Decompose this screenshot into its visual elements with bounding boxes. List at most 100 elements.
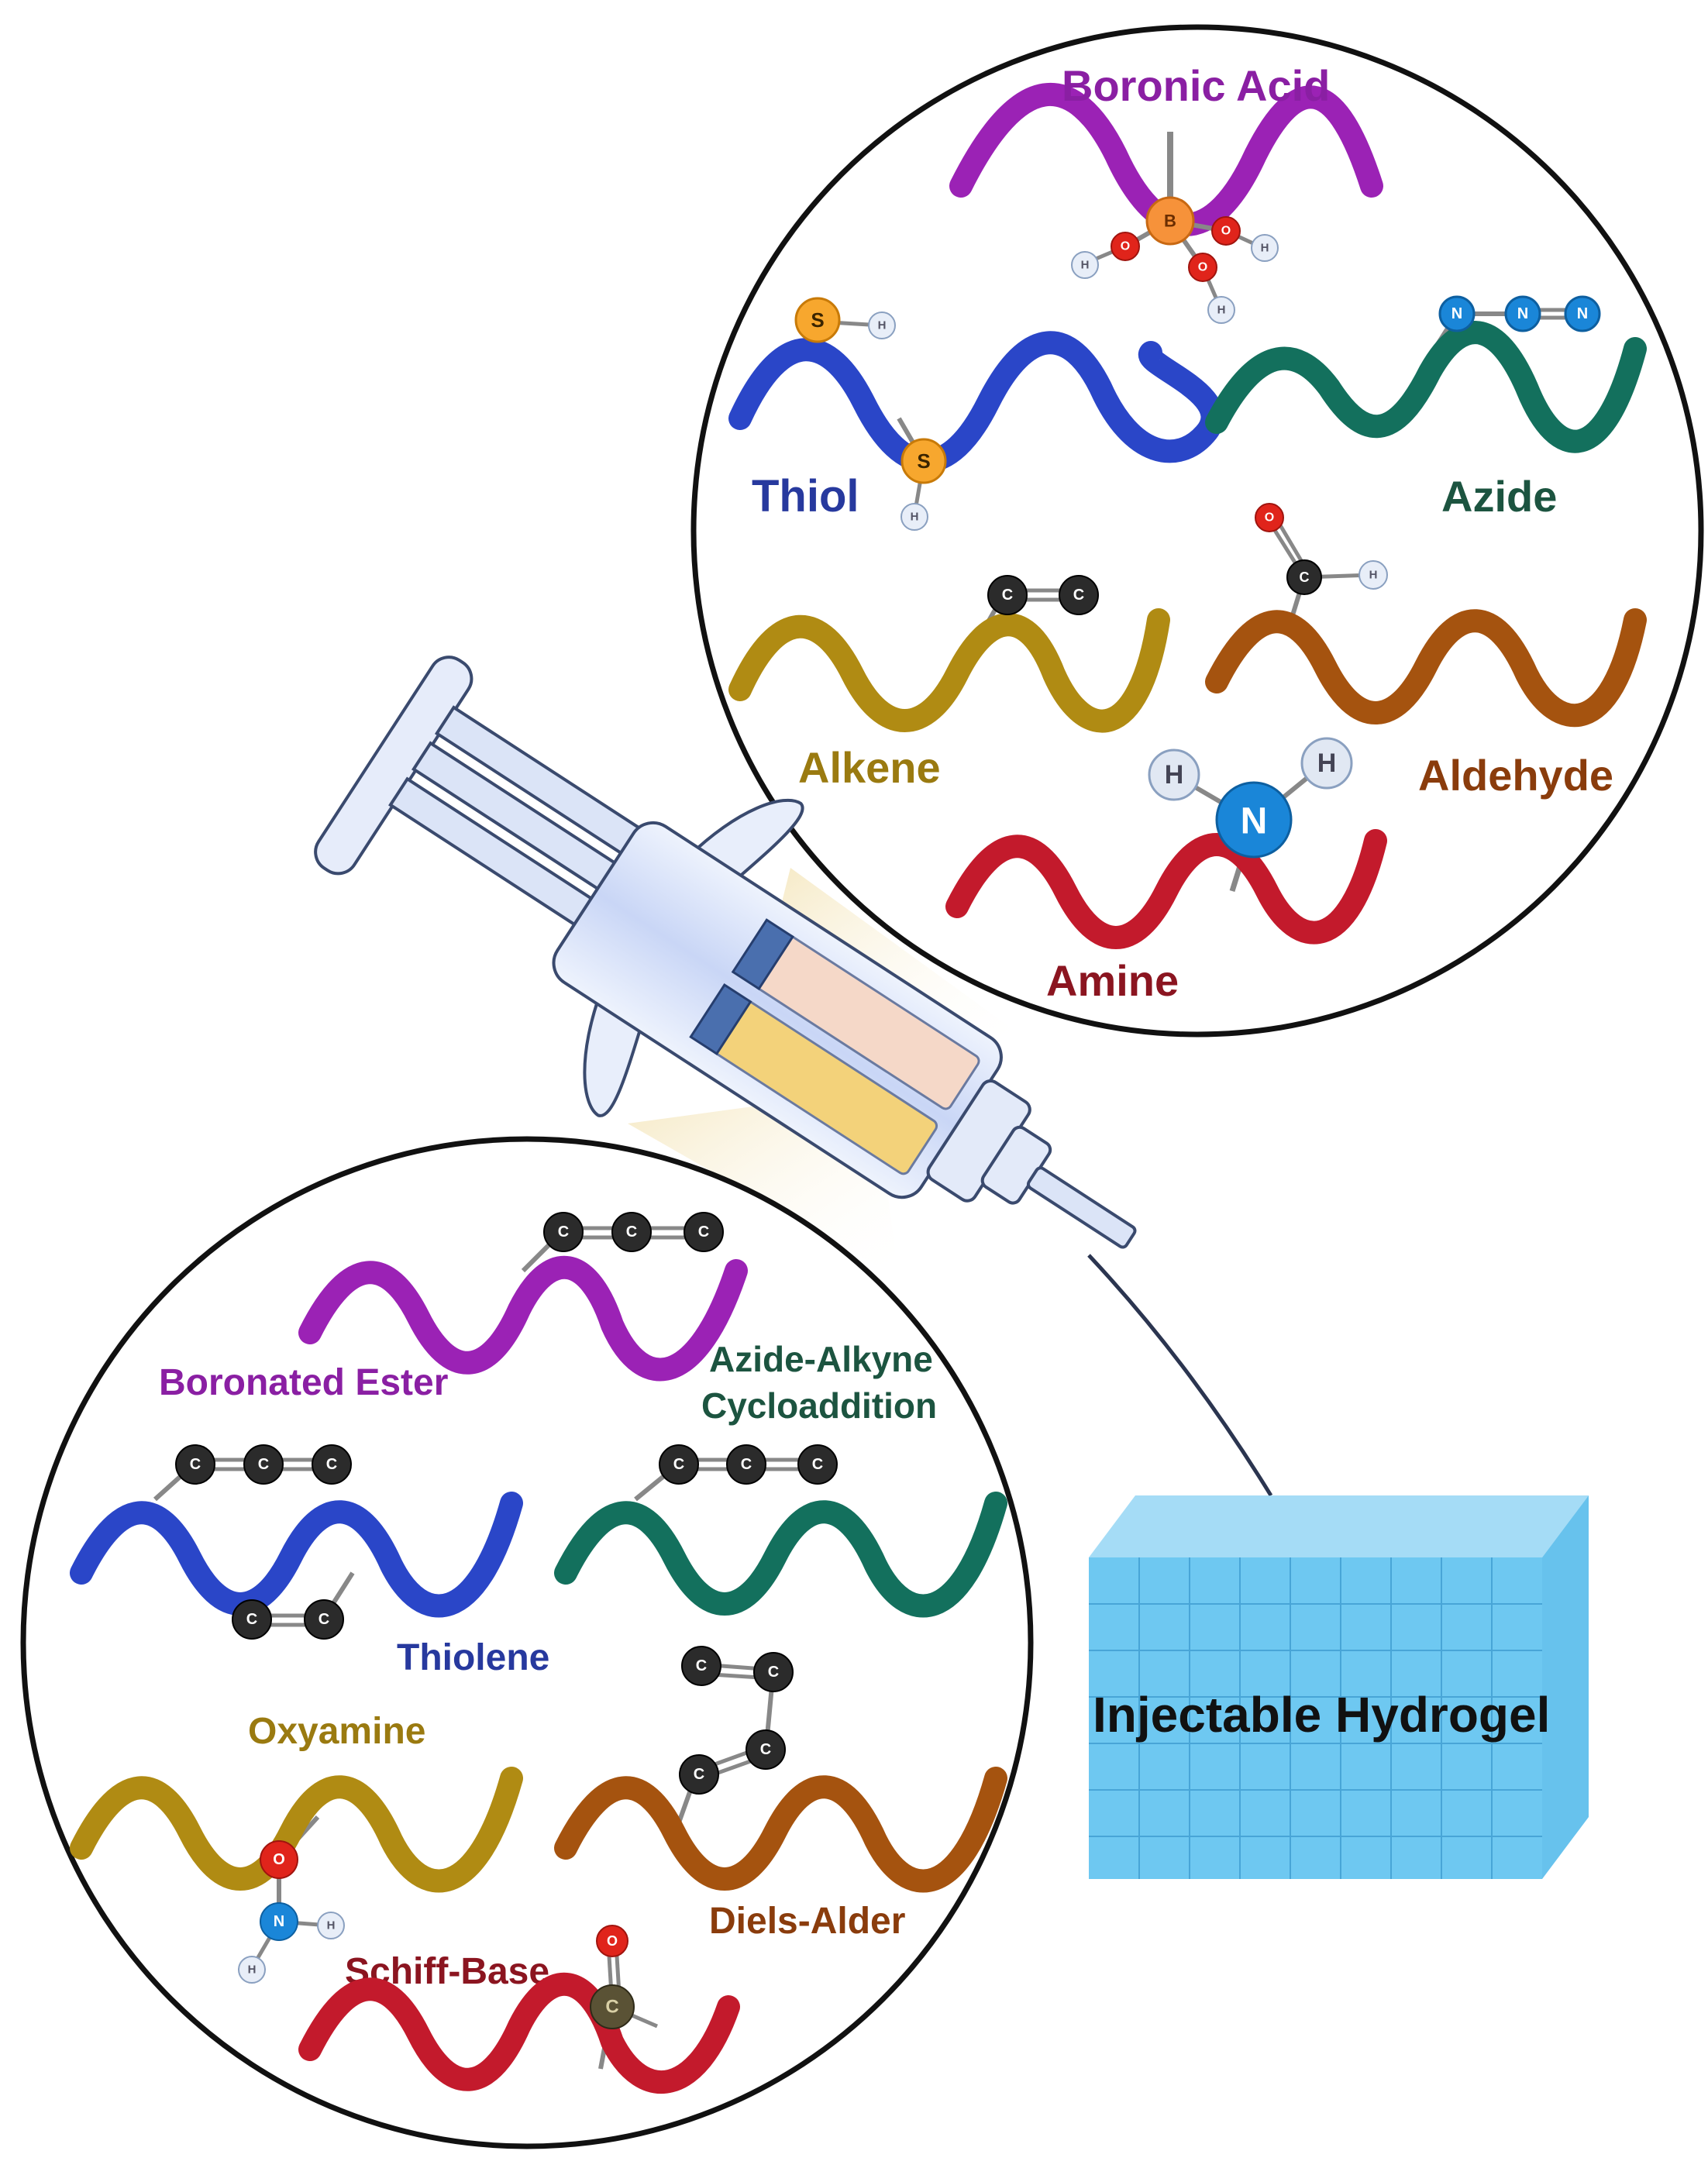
carbon-atom — [243, 1444, 284, 1485]
diels-alder-label: Diels-Alder — [709, 1901, 905, 1942]
carbon-atom-label: C — [741, 1456, 752, 1473]
hydrogen-atom — [1207, 296, 1235, 324]
sulfur-atom-label: S — [917, 449, 930, 473]
carbon-atom — [611, 1212, 652, 1252]
carbon-atom — [987, 575, 1028, 615]
schiff-base-group: Schiff-Base C O — [298, 1925, 740, 2094]
carbon-atom — [232, 1599, 272, 1640]
boronic-acid-label: Boronic Acid — [1062, 61, 1330, 110]
nitrogen-atom — [1438, 295, 1476, 332]
hydrogen-atom — [900, 503, 928, 531]
nitrogen-atom — [1215, 781, 1293, 859]
carbon-atom-label: C — [673, 1456, 684, 1473]
carbon-atom-label: C — [258, 1456, 269, 1473]
boronic-acid-group: B O O O H H H Boronic Acid — [949, 61, 1383, 324]
carbon-atom-label: C — [1073, 587, 1084, 604]
hydrogen-atom — [1300, 737, 1353, 790]
carbon-atom-label: C — [1300, 570, 1310, 585]
azide-group: N N N Azide — [1205, 295, 1647, 521]
carbon-atom-label: C — [246, 1611, 257, 1628]
precursor-zoom-circle — [690, 24, 1704, 1038]
nitrogen-atom — [1564, 295, 1601, 332]
polymer-chain-icon — [298, 1255, 748, 1382]
polymer-chain-icon — [945, 829, 1387, 949]
amine-label: Amine — [1046, 956, 1179, 1005]
alkene-group: C C Alkene — [728, 575, 1170, 792]
oxygen-atom — [1188, 253, 1217, 282]
azide-alkyne-group: Azide-Alkyne Cycloaddition C C C — [554, 1339, 1007, 1618]
hydrogen-atom-label: H — [1081, 259, 1090, 272]
polymer-chain-icon — [1205, 321, 1647, 453]
carbon-atom — [797, 1444, 838, 1485]
thiol-label: Thiol — [752, 471, 859, 521]
hydrogen-atom — [238, 1956, 266, 1984]
hydrogen-atom-label: H — [1317, 749, 1337, 778]
hydrogen-atom-label: H — [1369, 569, 1378, 582]
hydrogel-label: Injectable Hydrogel — [1093, 1687, 1550, 1743]
hydrogen-atom-label: H — [911, 511, 919, 524]
carbon-atom — [590, 1984, 635, 2029]
oxygen-atom — [1255, 503, 1284, 532]
boronated-ester-label: Boronated Ester — [159, 1362, 448, 1403]
hydrogen-atom-label: H — [1165, 760, 1184, 790]
oxygen-atom-label: O — [1198, 261, 1207, 274]
carbon-atom-label: C — [694, 1766, 704, 1783]
syringe-icon — [314, 656, 1137, 1249]
hydrogen-atom — [1358, 560, 1388, 590]
nitrogen-atom — [1504, 295, 1541, 332]
hydrogen-atom-label: H — [248, 1963, 257, 1977]
carbon-atom-label: C — [768, 1664, 779, 1681]
carbon-atom — [726, 1444, 766, 1485]
amine-group: N H H Amine — [945, 737, 1387, 1005]
oxygen-atom-label: O — [1121, 240, 1130, 253]
nitrogen-atom-label: N — [1241, 801, 1268, 842]
carbon-atom-label: C — [698, 1223, 709, 1241]
oxygen-atom — [596, 1925, 628, 1957]
polymer-chain-icon — [1205, 608, 1647, 728]
oxyamine-label: Oxyamine — [248, 1711, 425, 1752]
carbon-atom-label: C — [760, 1741, 771, 1758]
aldehyde-group: C O H Aldehyde — [1205, 503, 1647, 800]
oxyamine-group: Oxyamine O N H H — [70, 1711, 523, 1984]
polymer-chain-icon — [728, 608, 1170, 733]
crosslink-zoom-circle — [20, 1136, 1034, 2149]
alkene-label: Alkene — [798, 743, 941, 792]
carbon-atom-label: C — [812, 1456, 823, 1473]
boron-atom-label: B — [1164, 212, 1176, 231]
polymer-chain-icon — [298, 1972, 740, 2094]
polymer-chain-icon — [554, 1767, 1007, 1893]
azide-label: Azide — [1441, 472, 1557, 521]
carbon-atom — [746, 1729, 786, 1770]
oxygen-atom — [1111, 232, 1140, 261]
carbon-atom-label: C — [1002, 587, 1013, 604]
carbon-atom — [679, 1754, 719, 1795]
nitrogen-atom-label: N — [274, 1913, 284, 1930]
hydrogen-atom — [1148, 749, 1200, 801]
thiolene-label: Thiolene — [397, 1637, 549, 1678]
hydrogen-atom — [1251, 234, 1279, 262]
hydrogen-atom-label: H — [1217, 304, 1226, 317]
sulfur-atom-label: S — [811, 308, 824, 332]
carbon-atom — [659, 1444, 699, 1485]
carbon-atom — [1059, 575, 1099, 615]
oxygen-atom — [260, 1840, 298, 1879]
diels-alder-group: C C C C Diels-Alder — [554, 1646, 1007, 1942]
carbon-atom-label: C — [326, 1456, 337, 1473]
oxygen-atom-label: O — [607, 1933, 618, 1949]
aldehyde-label: Aldehyde — [1418, 751, 1613, 800]
carbon-atom — [684, 1212, 724, 1252]
oxygen-atom-label: O — [1221, 225, 1231, 238]
nitrogen-atom-label: N — [1577, 305, 1588, 322]
carbon-atom — [304, 1599, 344, 1640]
hydrogen-atom-label: H — [1261, 242, 1269, 255]
carbon-atom-label: C — [319, 1611, 329, 1628]
nitrogen-atom-label: N — [1517, 305, 1528, 322]
azide-alkyne-label-line1: Azide-Alkyne — [709, 1339, 933, 1379]
zoom-beam-upper — [779, 868, 1031, 1042]
carbon-atom-label: C — [605, 1997, 618, 2018]
thiolene-group: C C C C C Thiolene — [70, 1444, 549, 1678]
carbon-atom-label: C — [696, 1657, 707, 1674]
oxygen-atom-label: O — [273, 1851, 285, 1868]
oxygen-atom — [1211, 216, 1241, 246]
carbon-atom — [681, 1646, 721, 1686]
